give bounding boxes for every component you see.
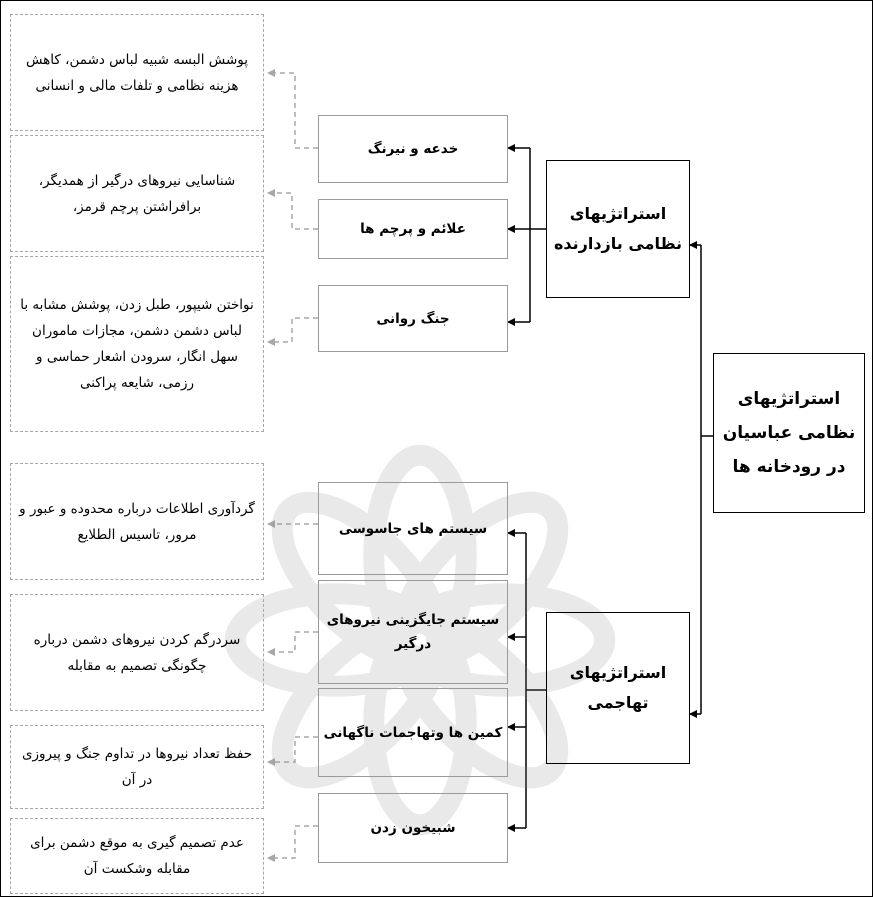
deterrent-connectors — [507, 144, 546, 326]
description-psychological-war: نواختن شیپور، طبل زدن، پوشش مشابه با لبا… — [10, 256, 264, 432]
tactic-signs-and-flags: علائم و پرچم ها — [318, 199, 508, 259]
category-deterrent: استراتژیهای نظامی بازدارنده — [546, 160, 690, 298]
description-deception: پوشش البسه شبیه لباس دشمن، کاهش هزینه نظ… — [10, 14, 264, 131]
tactic-troop-replacement: سیستم جایگزینی نیروهای درگیر — [318, 580, 508, 684]
tactic-ambush: کمین ها وتهاجمات ناگهانی — [318, 688, 508, 777]
root-node: استراتژیهای نظامی عباسیان در رودخانه ها — [713, 353, 865, 513]
tactic-espionage: سیستم های جاسوسی — [318, 482, 508, 575]
description-signs-and-flags: شناسایی نیروهای درگیر از همدیگر، برافراش… — [10, 135, 264, 252]
description-night-raid: عدم تصمیم گیری به موقع دشمن برای مقابله … — [10, 818, 264, 894]
tactic-deception: خدعه و نیرنگ — [318, 115, 508, 183]
tactic-night-raid: شبیخون زدن — [318, 793, 508, 863]
description-espionage: گردآوری اطلاعات درباره محدوده و عبور و م… — [10, 463, 264, 580]
description-troop-replacement: سردرگم کردن نیروهای دشمن درباره چگونگی ت… — [10, 594, 264, 711]
description-ambush: حفظ تعداد نیروها در تداوم جنگ و پیروزی د… — [10, 725, 264, 809]
watermark-logo — [224, 444, 616, 836]
category-offensive: استراتژیهای تهاجمی — [546, 612, 690, 764]
offensive-connectors — [507, 529, 546, 832]
description-connectors — [267, 69, 318, 862]
tactic-psychological-war: جنگ روانی — [318, 285, 508, 352]
root-connectors — [689, 241, 713, 718]
